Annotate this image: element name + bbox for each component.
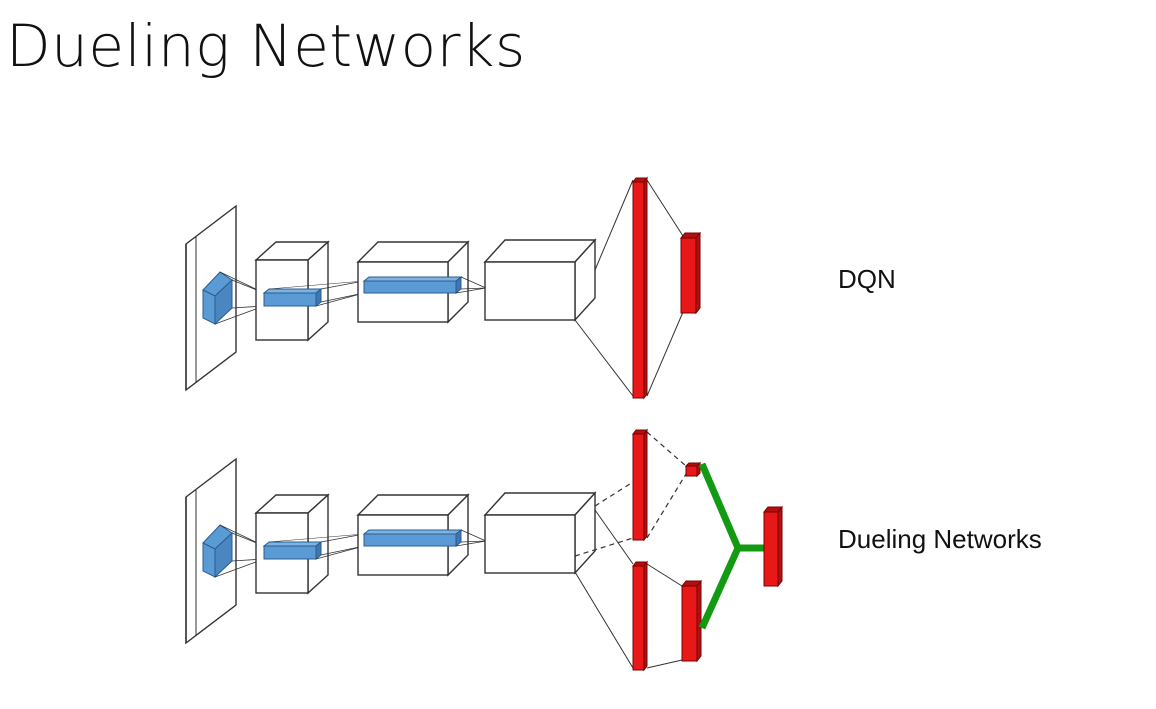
dueling-q-output xyxy=(762,505,784,588)
state-value-output xyxy=(684,461,702,478)
dqn-output-layer xyxy=(679,231,702,315)
aggregation-connector xyxy=(698,462,765,630)
dqn-conv-stack xyxy=(185,205,596,391)
dqn-label: DQN xyxy=(838,264,896,294)
slide-title: Dueling Networks xyxy=(6,12,526,80)
dueling-network xyxy=(185,428,784,672)
dqn-fc-layer xyxy=(632,176,648,400)
dqn-network xyxy=(185,176,702,400)
dueling-conv-stack xyxy=(185,458,596,644)
advantage-output xyxy=(680,579,703,663)
dueling-networks-label: Dueling Networks xyxy=(838,524,1042,554)
advantage-stream-fc-layer xyxy=(632,560,648,672)
value-stream-fc-layer xyxy=(632,428,648,542)
